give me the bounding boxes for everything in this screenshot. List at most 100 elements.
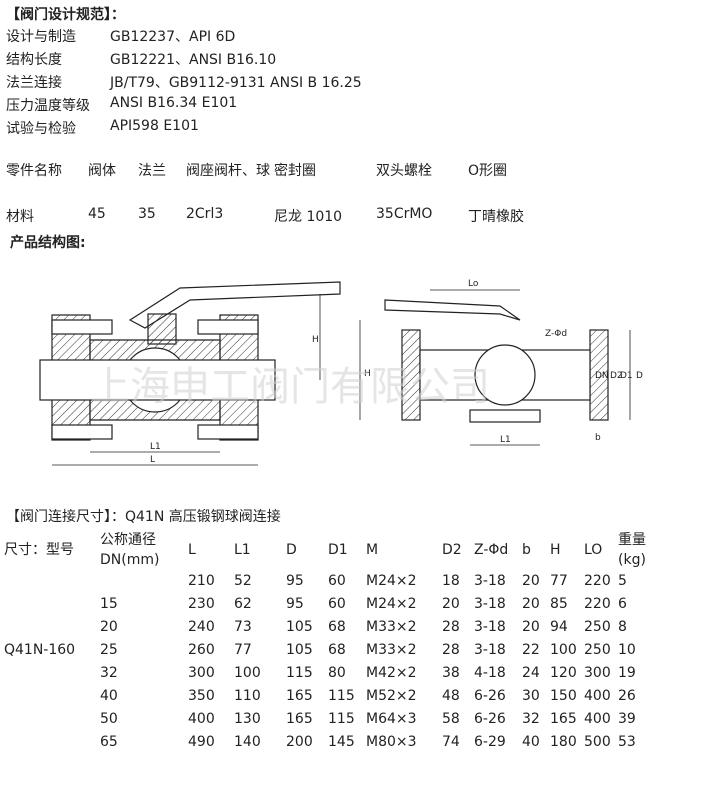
dims-cell: 105 [286, 642, 313, 658]
dimension-label: H [364, 369, 371, 379]
dims-cell: 115 [286, 665, 313, 681]
dims-cell: 20 [522, 573, 540, 589]
dims-cell: 38 [442, 665, 460, 681]
dims-cell: 165 [550, 711, 577, 727]
dims-cell: 32 [100, 665, 118, 681]
dims-cell: 73 [234, 619, 252, 635]
dims-cell [100, 570, 188, 593]
dims-cell: 110 [234, 688, 261, 704]
size-label: 尺寸：型号 [4, 541, 74, 558]
dims-col-header: L1 [234, 541, 251, 558]
dims-cell: 62 [234, 596, 252, 612]
dims-col-header: D [286, 541, 297, 558]
model-cell [4, 616, 100, 639]
parts-cell: 材料 [6, 209, 34, 225]
dims-cell: 165 [286, 688, 313, 704]
dims-col-header: D1 [328, 541, 348, 558]
dims-cell: 100 [550, 642, 577, 658]
structure-title: 产品结构图: [10, 235, 86, 251]
dims-col-header: M [366, 541, 379, 558]
dims-col-header: D2 [442, 541, 462, 558]
dims-cell: 20 [100, 619, 118, 635]
dimension-label: L [150, 455, 155, 465]
dims-cell: 28 [442, 619, 460, 635]
dims-cell: 58 [442, 711, 460, 727]
spec-value: GB12237、API 6D [110, 29, 236, 45]
dims-cell: M64×3 [366, 711, 417, 727]
dims-col-header: LO [584, 541, 603, 558]
dims-cell: 115 [328, 711, 355, 727]
dims-cell: 19 [618, 665, 636, 681]
parts-cell: 双头螺栓 [376, 163, 432, 179]
dimension-label: DN [595, 371, 609, 381]
dims-cell: 77 [234, 642, 252, 658]
dims-cell: 25 [100, 642, 118, 658]
dims-cell: 68 [328, 642, 346, 658]
model-cell [4, 685, 100, 708]
dims-cell: 250 [584, 642, 611, 658]
dims-cell: 130 [234, 711, 261, 727]
dims-table: 尺寸：型号 公称通径 DN(mm) L L1 D D1 M D2 Z-Φd b … [4, 530, 658, 754]
dims-cell: 140 [234, 734, 261, 750]
dims-cell: 240 [188, 619, 215, 635]
dims-col-header: 公称通径 DN(mm) [100, 532, 160, 568]
dims-cell: 39 [618, 711, 636, 727]
parts-cell: 零件名称 [6, 163, 62, 179]
dims-cell: 6-26 [474, 711, 506, 727]
dims-cell: 6-29 [474, 734, 506, 750]
dims-cell: 300 [584, 665, 611, 681]
parts-table: 零件名称 阀体 法兰 阀座阀杆、球 密封圈 双头螺栓 O形圈 材料 45 35 … [6, 160, 558, 226]
dims-col-header: L [188, 541, 196, 558]
model-cell [4, 731, 100, 754]
spec-value: GB12221、ANSI B16.10 [110, 52, 277, 68]
dims-cell: 230 [188, 596, 215, 612]
dims-col-header: b [522, 541, 531, 558]
dims-cell: 68 [328, 619, 346, 635]
dims-cell: 220 [584, 573, 611, 589]
parts-cell: 丁晴橡胶 [468, 209, 524, 225]
parts-cell: 阀体 [88, 163, 116, 179]
dims-cell: 85 [550, 596, 568, 612]
dims-cell: 30 [522, 688, 540, 704]
dims-cell: 74 [442, 734, 460, 750]
dims-cell: M24×2 [366, 573, 417, 589]
dims-cell: 400 [584, 711, 611, 727]
dims-cell: 32 [522, 711, 540, 727]
dims-cell: 400 [188, 711, 215, 727]
dims-cell: 210 [188, 573, 215, 589]
dims-cell: 10 [618, 642, 636, 658]
dimension-label: L1 [500, 435, 511, 445]
parts-cell: 密封圈 [274, 163, 316, 179]
dims-cell: 120 [550, 665, 577, 681]
dims-cell: 22 [522, 642, 540, 658]
dims-col-header: H [550, 541, 561, 558]
dims-cell: 3-18 [474, 573, 506, 589]
dims-header-row: 尺寸：型号 公称通径 DN(mm) L L1 D D1 M D2 Z-Φd b … [4, 530, 658, 570]
dims-cell: 100 [234, 665, 261, 681]
parts-cell: 阀座阀杆、球 [186, 163, 270, 179]
dims-cell: 95 [286, 596, 304, 612]
parts-cell: 35CrMO [376, 206, 433, 222]
dimension-label: H [312, 335, 319, 345]
dims-cell: 18 [442, 573, 460, 589]
left-section-view [39, 281, 341, 466]
dims-cell: 52 [234, 573, 252, 589]
dims-cell: 80 [328, 665, 346, 681]
dimension-label: Z-Φd [545, 329, 567, 339]
dims-cell: 300 [188, 665, 215, 681]
dims-cell: 115 [328, 688, 355, 704]
spec-value: API598 E101 [110, 118, 199, 134]
dims-cell: 150 [550, 688, 577, 704]
dims-cell: 8 [618, 619, 627, 635]
spec-title: 【阀门设计规范】： [6, 7, 125, 23]
dimension-label: b [595, 433, 601, 443]
dims-cell: 260 [188, 642, 215, 658]
spec-key: 结构长度 [6, 52, 62, 68]
dimension-label: D [636, 371, 643, 381]
dims-cell: 180 [550, 734, 577, 750]
